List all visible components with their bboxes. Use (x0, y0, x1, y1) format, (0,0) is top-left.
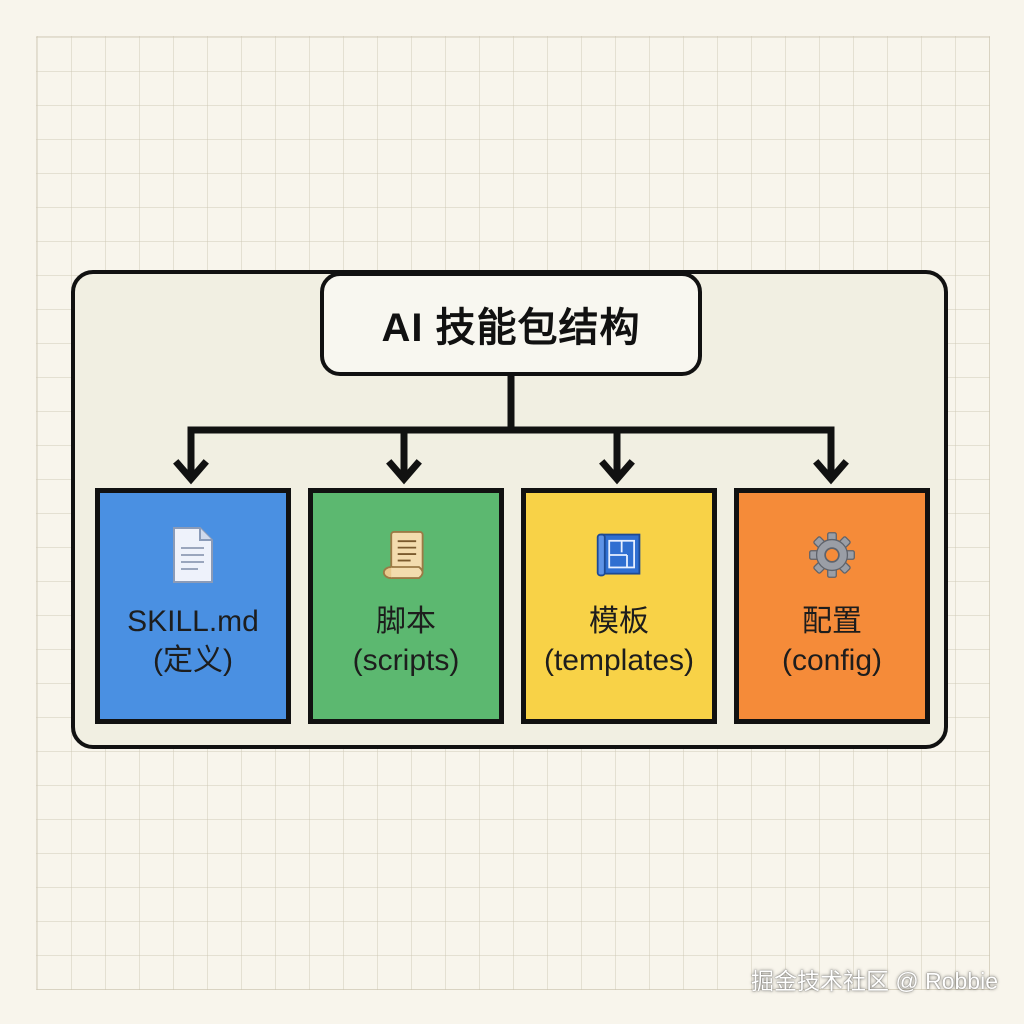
gear-icon (808, 525, 856, 585)
card-label: 模板 (589, 605, 649, 638)
blueprint-icon (595, 525, 643, 585)
watermark: 掘金技术社区 @ Robbie (750, 968, 998, 994)
card-label: 脚本 (376, 605, 436, 638)
card-sublabel: (config) (781, 644, 883, 677)
title-box: AI 技能包结构 (320, 272, 702, 376)
card-label: 配置 (802, 605, 862, 638)
card-sublabel: (templates) (543, 644, 695, 677)
arrowhead-2 (386, 459, 422, 485)
card-sublabel: (定义) (153, 644, 233, 677)
scroll-icon (382, 525, 430, 585)
arrowhead-4 (813, 459, 849, 485)
arrowhead-1 (173, 459, 209, 485)
card-config: 配置 (config) (734, 488, 930, 724)
document-icon (169, 525, 217, 585)
card-sublabel: (scripts) (352, 644, 460, 677)
card-templates: 模板 (templates) (521, 488, 717, 724)
diagram-title: AI 技能包结构 (381, 306, 641, 350)
card-skill-md: SKILL.md (定义) (95, 488, 291, 724)
arrowhead-3 (599, 459, 635, 485)
card-label: SKILL.md (127, 605, 259, 638)
card-scripts: 脚本 (scripts) (308, 488, 504, 724)
